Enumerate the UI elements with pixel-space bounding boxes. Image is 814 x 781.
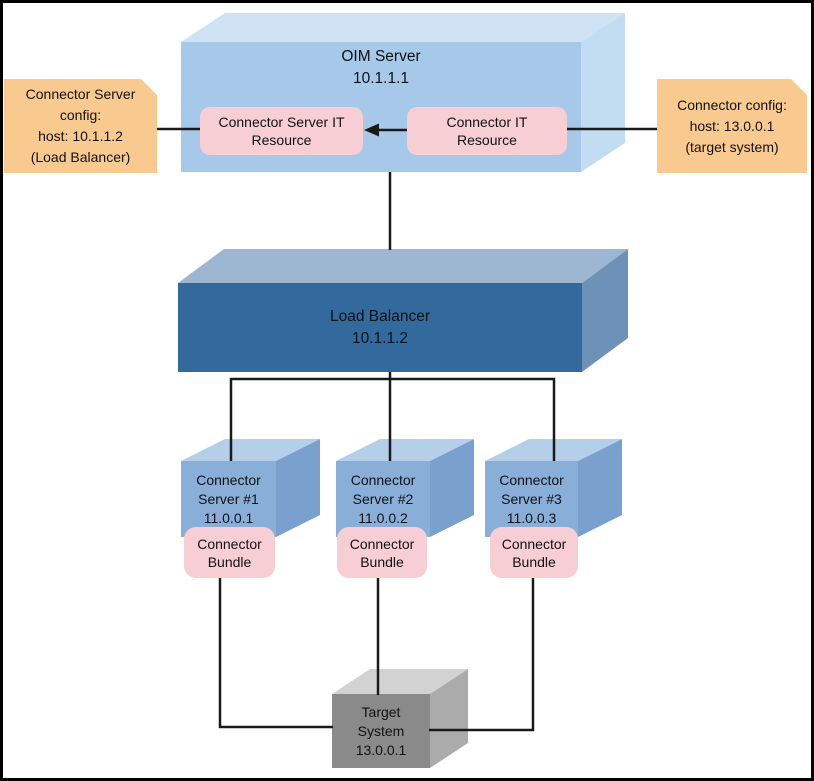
connector-bundle-2-label: Connector Bundle [349,535,415,570]
target-system-box-top-face [332,669,468,694]
target-system-box-side-face [430,669,468,768]
load-balancer-box-top-face [178,249,628,283]
target-system-box-front-face [332,694,430,768]
bundle3-to-target-line [429,577,535,732]
load-balancer-box-front-face [178,283,582,372]
connector-config-callout-label: Connector config: host: 13.0.0.1 (target… [677,96,787,155]
connector-server-config-callout-label: Connector Server config: host: 10.1.1.2 … [25,86,136,165]
connector-server-2-box-top-face [336,439,474,461]
connector-server-2-label: Connector Server #2 11.0.0.2 [350,471,416,526]
load-balancer-label: Load Balancer 10.1.1.2 [330,307,430,347]
connector-bundle-1-label: Connector Bundle [197,535,262,570]
connector-server-it-resource-box: Connector Server IT Resource [200,107,363,155]
connector-server-1-label: Connector Server #1 11.0.0.1 [196,471,261,526]
oim-server-box-side-face [581,13,625,172]
connector-server-3-box-front-face [485,461,578,537]
connector-server-3-box-side-face [578,439,622,537]
it-resource-arrow-head-icon [364,123,379,137]
connector-server-2-box-side-face [430,439,474,537]
connector-server-it-resource-label: Connector Server IT Resource [218,114,345,148]
connector-it-resource-box: Connector IT Resource [407,107,567,155]
connector-server-2-box-front-face [336,461,430,537]
connector-bundle-2-box: Connector Bundle [337,527,427,578]
bundle1-to-target-line [218,577,333,729]
oim-server-box-top-face [181,13,625,42]
oim-server-label: OIM Server 10.1.1.1 [341,48,421,87]
load-balancer-distribution-line [229,377,556,461]
connector-server-1-box-side-face [276,439,320,537]
target-system-label: Target System 13.0.0.1 [355,703,407,758]
load-balancer-box-side-face [582,249,628,372]
connector-server-3-label: Connector Server #3 11.0.0.3 [499,471,564,526]
connector-bundle-3-box: Connector Bundle [490,527,578,578]
connector-server-config-callout: Connector Server config: host: 10.1.1.2 … [4,79,157,173]
connector-bundle-3-label: Connector Bundle [501,535,567,570]
connector-server-1-box-top-face [181,439,320,461]
connector-config-callout: Connector config: host: 13.0.0.1 (target… [657,79,807,173]
connector-it-resource-label: Connector IT Resource [446,114,528,148]
connector-bundle-1-box: Connector Bundle [184,527,275,578]
connector-server-1-box-front-face [181,461,276,537]
